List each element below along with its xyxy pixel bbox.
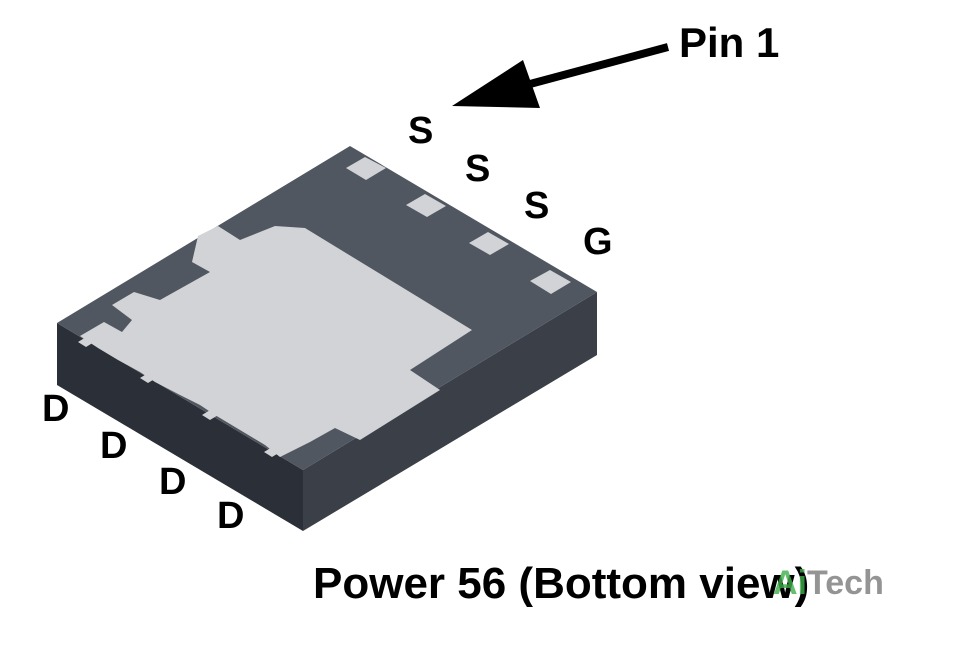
pin1-arrow-shaft	[528, 43, 670, 88]
pad-s2	[406, 194, 446, 217]
pin-label-d1: D	[42, 388, 70, 430]
pad-g	[530, 270, 571, 294]
pin-label-s1: S	[408, 110, 434, 152]
pin-label-g: G	[583, 221, 613, 263]
drain-pad	[80, 226, 472, 457]
watermark-rest: Tech	[807, 564, 884, 602]
pin-label-d4: D	[217, 495, 245, 537]
pin-label-s2: S	[465, 148, 491, 190]
pin-label-d2: D	[100, 425, 128, 467]
pin-label-d3: D	[159, 461, 187, 503]
pin1-arrow-head	[452, 60, 540, 108]
pad-d4	[264, 441, 290, 457]
pad-d3	[202, 404, 228, 420]
brand-watermark: AiTech	[773, 566, 884, 600]
pad-d1	[78, 331, 104, 347]
pad-s3	[469, 232, 509, 255]
package-front-face	[57, 323, 303, 531]
pad-s1	[346, 157, 386, 180]
pin1-label: Pin 1	[679, 19, 780, 66]
pad-d2	[140, 367, 166, 383]
watermark-accent: Ai	[773, 564, 807, 602]
pin-label-s3: S	[524, 185, 550, 227]
package-right-face	[303, 292, 597, 531]
diagram-caption: Power 56 (Bottom view)	[313, 559, 810, 608]
